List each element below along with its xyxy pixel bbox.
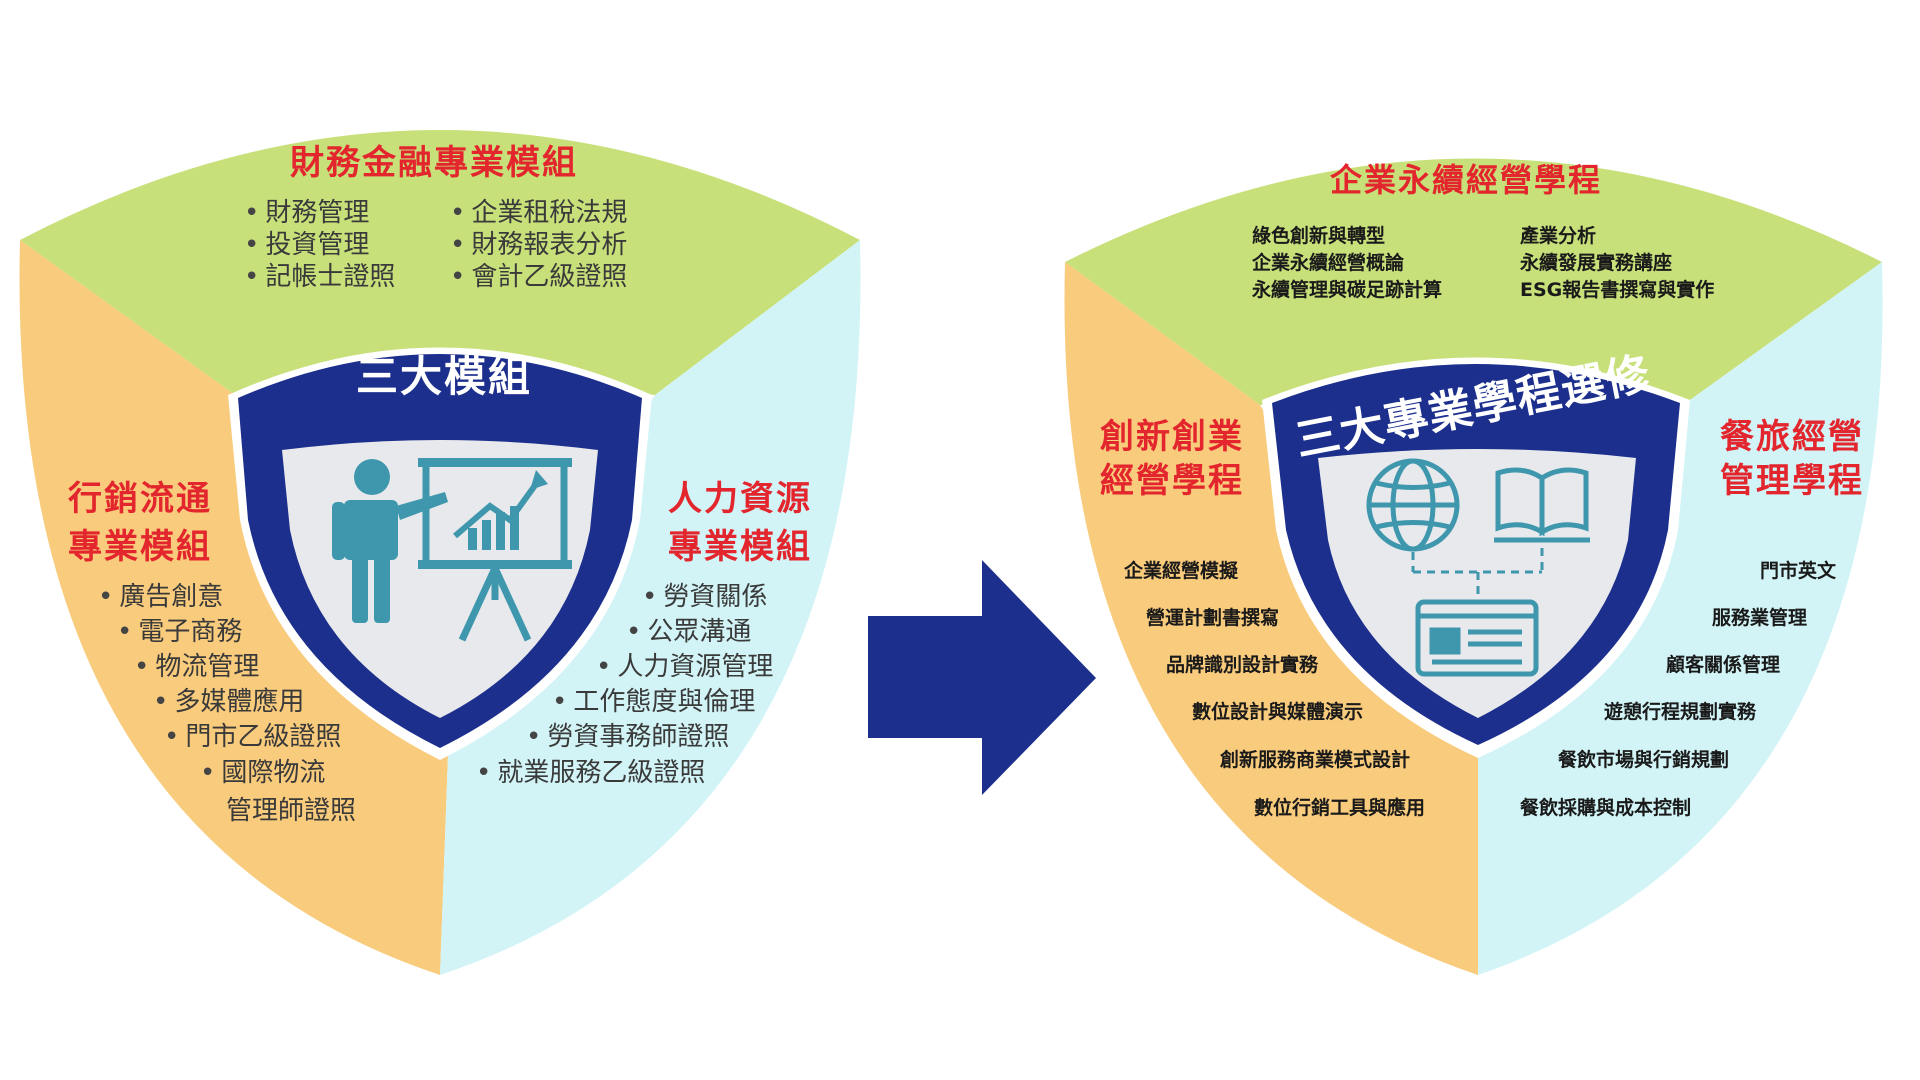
right-right-title-1: 餐旅經營 [1720,417,1864,457]
book-icon [1494,467,1590,543]
list-item: 營運計劃書撰寫 [1146,607,1280,629]
left-left-title-1: 行銷流通 [68,479,212,519]
right-top-col1: 綠色創新與轉型 企業永續經營概論 永續管理與碳足跡計算 [1252,227,1442,308]
right-left-title-1: 創新創業 [1100,417,1244,457]
left-left-title-2: 專業模組 [68,527,212,567]
list-item: 門市乙級證照 [164,724,341,750]
right-orange-segment [1064,262,1478,975]
list-item: 勞資事務師證照 [526,724,729,750]
list-item: ESG報告書撰寫與實作 [1520,279,1715,301]
left-center-title: 三大模組 [356,352,533,401]
list-item: 門市英文 [1760,560,1837,582]
list-item: 廣告創意 [98,584,223,610]
left-orange-segment [19,240,450,975]
right-top-title: 企業永續經營學程 [1330,161,1603,199]
list-item: 數位設計與媒體演示 [1192,701,1364,723]
list-item: 財務管理 [244,200,395,232]
list-item: 財務報表分析 [450,232,627,264]
list-item: 綠色創新與轉型 [1252,225,1386,247]
list-item: 多媒體應用 [153,689,304,715]
list-item: 物流管理 [134,654,259,680]
list-item: 公眾溝通 [626,619,751,645]
list-item: 會計乙級證照 [450,264,627,296]
id-card-icon [1415,599,1539,677]
list-item: 品牌識別設計實務 [1166,654,1319,676]
right-right-title-2: 管理學程 [1720,461,1864,501]
list-item: 就業服務乙級證照 [476,760,705,786]
list-item: 顧客關係管理 [1666,654,1781,676]
right-shield-inner [1318,449,1636,718]
left-fan [19,130,861,975]
list-item: 企業經營模擬 [1124,560,1239,582]
list-item: 企業永續經營概論 [1252,252,1405,274]
right-fan [1064,158,1883,975]
list-item: 記帳士證照 [244,264,395,296]
list-item: 創新服務商業模式設計 [1220,749,1411,771]
list-item: 工作態度與倫理 [552,689,755,715]
globe-icon [1366,458,1460,552]
connector-lines [1411,548,1544,600]
list-item: 勞資關係 [642,584,767,610]
list-item: 服務業管理 [1712,607,1808,629]
teacher-presentation-icon [332,458,572,642]
list-item: 永續管理與碳足跡計算 [1252,279,1443,301]
left-right-title-1: 人力資源 [668,479,812,519]
left-right-title-2: 專業模組 [668,527,812,567]
list-item: 國際物流 [200,760,325,786]
list-item: 遊憩行程規劃實務 [1604,701,1757,723]
list-item: 人力資源管理 [596,654,773,680]
list-item: 數位行銷工具與應用 [1254,797,1426,819]
left-top-col1: 財務管理 投資管理 記帳士證照 [244,200,395,296]
list-item: 企業租稅法規 [450,200,627,232]
list-item: 餐飲採購與成本控制 [1520,797,1692,819]
left-top-col2: 企業租稅法規 財務報表分析 會計乙級證照 [450,200,627,296]
right-green-segment [1065,158,1882,405]
list-item: 投資管理 [244,232,395,264]
list-item-continuation: 管理師證照 [226,796,357,826]
list-item: 產業分析 [1520,225,1597,247]
list-item: 電子商務 [117,619,242,645]
left-green-segment [20,130,860,395]
list-item: 永續發展實務講座 [1520,252,1673,274]
left-top-title: 財務金融專業模組 [290,143,578,183]
right-cyan-segment [1478,262,1883,975]
right-top-col2: 產業分析 永續發展實務講座 ESG報告書撰寫與實作 [1520,227,1714,308]
right-left-title-2: 經營學程 [1100,461,1244,501]
right-arrow-icon [868,560,1096,795]
list-item: 餐飲市場與行銷規劃 [1558,749,1730,771]
